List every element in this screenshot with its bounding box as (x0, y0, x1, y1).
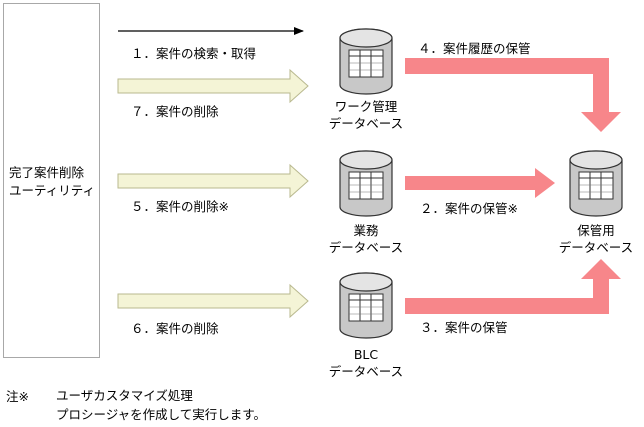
archive-db-icon (569, 150, 623, 217)
note-text: ユーザカスタマイズ処理 プロシージャを作成して実行します。 (56, 388, 267, 422)
utility-label: 完了案件削除 ユーティリティ (9, 165, 96, 198)
step5-label: ５．案件の削除※ (131, 199, 229, 214)
arrow-step4-history (405, 58, 621, 132)
business-db-icon (339, 150, 393, 217)
business-db-label: 業務 データベース (328, 223, 404, 255)
step3-label: ３．案件の保管 (420, 320, 508, 335)
utility-box (3, 3, 100, 358)
archive-db-label: 保管用 データベース (558, 223, 634, 255)
note-mark: 注※ (6, 389, 29, 404)
arrow-step6-delete (117, 283, 309, 319)
step2-label: ２．案件の保管※ (420, 201, 518, 216)
step4-label: ４．案件履歴の保管 (418, 41, 531, 56)
blc-db-icon (339, 272, 393, 339)
blc-db-label: BLC データベース (328, 347, 404, 379)
work-db-label: ワーク管理 データベース (328, 99, 404, 131)
arrow-step3-store (405, 259, 621, 314)
work-db-icon (339, 28, 393, 95)
arrow-step2-store (405, 168, 555, 198)
step6-label: ６．案件の削除 (131, 321, 219, 336)
arrow-step7-delete (117, 68, 309, 104)
step1-label: １．案件の検索・取得 (131, 46, 257, 61)
arrow-step5-delete (117, 163, 309, 199)
step7-label: ７．案件の削除 (131, 104, 219, 119)
